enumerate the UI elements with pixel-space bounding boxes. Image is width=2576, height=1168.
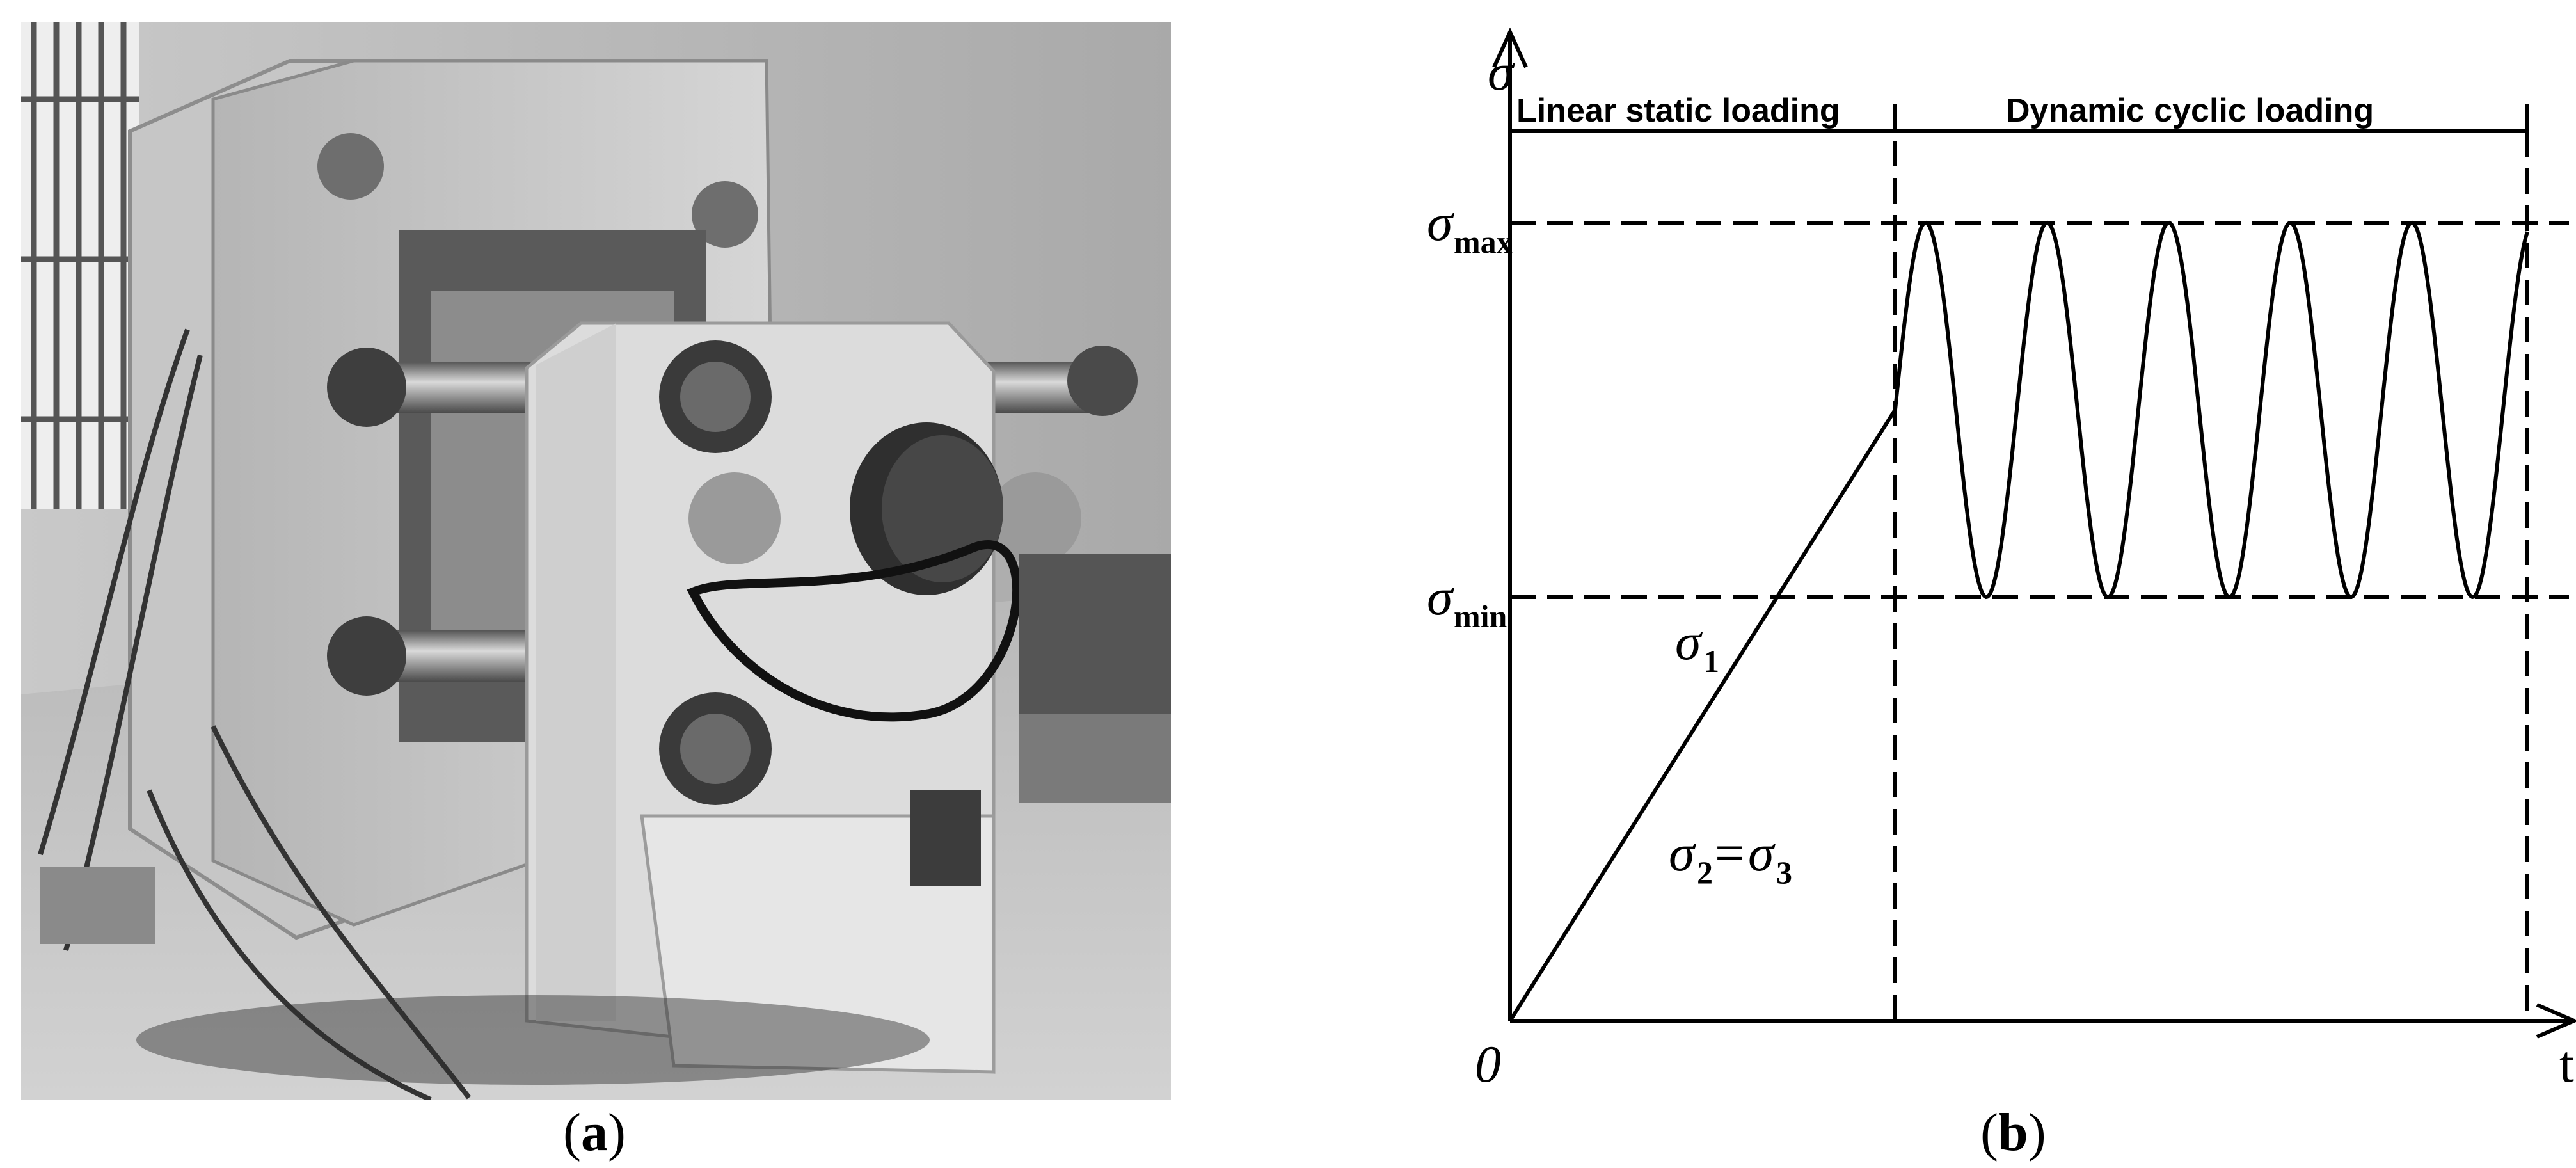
loading-path-diagram: σ t 0 Linear static loading Dynamic cycl…: [1331, 0, 2576, 1093]
photo-testing-machine: [21, 22, 1171, 1102]
static-ramp-line: [1508, 408, 1897, 1022]
y-axis-label: σ: [1488, 43, 1516, 101]
phase-dynamic-label: Dynamic cyclic loading: [2006, 92, 2374, 129]
sigma2-subscript: 2: [1697, 854, 1713, 890]
sigma-max-label: σ max: [1427, 193, 1513, 260]
x-axis-arrow: [2536, 1003, 2576, 1039]
equals-sign: =: [1715, 824, 1744, 882]
sigma-max-subscript: max: [1454, 224, 1513, 260]
sigma3-subscript: 3: [1776, 854, 1792, 890]
cyclic-wave: [1893, 220, 2529, 600]
phase-static-label: Linear static loading: [1516, 92, 1840, 129]
sigma1-label: σ 1: [1675, 612, 1719, 679]
caption-a-letter: a: [580, 1103, 608, 1162]
caption-b: (b): [1980, 1106, 2046, 1160]
y-axis-arrow: [1492, 27, 1528, 68]
sigma3-symbol: σ: [1748, 824, 1776, 882]
caption-a-open: (: [563, 1103, 581, 1162]
sigma-min-symbol: σ: [1427, 568, 1455, 626]
sigma2-symbol: σ: [1669, 824, 1697, 882]
origin-label: 0: [1475, 1035, 1501, 1088]
caption-a: (a): [563, 1106, 626, 1160]
sigma-min-subscript: min: [1454, 598, 1507, 634]
testing-machine-illustration: [21, 22, 1171, 1102]
loading-path-svg: σ t 0 Linear static loading Dynamic cycl…: [1427, 27, 2576, 1093]
caption-b-close: ): [2028, 1103, 2046, 1162]
sigma1-symbol: σ: [1675, 612, 1703, 671]
sigma1-subscript: 1: [1703, 643, 1719, 679]
sigma2-eq-sigma3-label: σ 2 = σ 3: [1669, 824, 1792, 890]
sigma-max-symbol: σ: [1427, 193, 1455, 252]
sigma-min-label: σ min: [1427, 568, 1507, 634]
caption-a-close: ): [607, 1103, 626, 1162]
caption-b-open: (: [1980, 1103, 1998, 1162]
caption-b-letter: b: [1998, 1103, 2028, 1162]
x-axis-label: t: [2559, 1035, 2574, 1088]
